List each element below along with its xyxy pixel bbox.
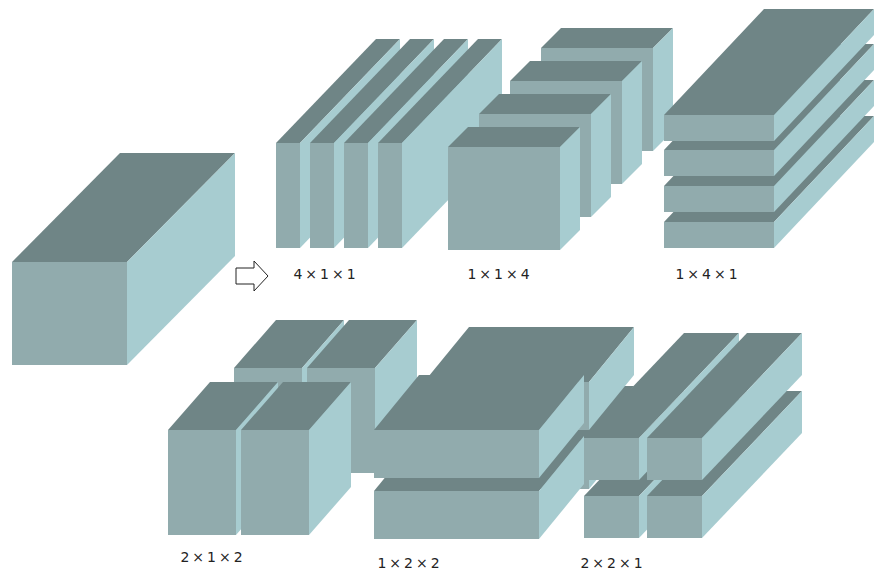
block-face	[378, 143, 402, 248]
split-label: 2×1×2	[180, 549, 245, 565]
block-face	[584, 438, 639, 480]
block-face	[510, 61, 642, 81]
split-label: 1×4×1	[675, 266, 740, 282]
block-face	[241, 430, 309, 535]
split-arrow	[236, 261, 268, 291]
block-face	[276, 143, 300, 248]
block-face	[374, 430, 539, 478]
block-face	[664, 186, 774, 212]
block-face	[12, 262, 127, 365]
block-face	[541, 28, 673, 48]
block-face	[539, 375, 584, 478]
block-face	[309, 382, 351, 535]
block-face	[310, 143, 334, 248]
block-group	[12, 9, 874, 539]
block-face	[448, 127, 580, 147]
split-label: 1×2×2	[377, 555, 442, 571]
block-face	[591, 94, 611, 217]
block-face	[344, 143, 368, 248]
block-face	[622, 61, 642, 184]
split-label: 4×1×1	[293, 266, 358, 282]
block-face	[374, 491, 539, 539]
block-face	[584, 496, 639, 538]
block-face	[560, 127, 580, 250]
split-label: 1×1×4	[467, 266, 532, 282]
block-face	[647, 438, 702, 480]
split-label: 2×2×1	[580, 555, 645, 571]
block-face	[702, 333, 802, 480]
block-face	[168, 430, 236, 535]
block-face	[647, 496, 702, 538]
block-face	[774, 9, 874, 141]
block-face	[664, 150, 774, 176]
block-face	[448, 147, 560, 250]
block-face	[127, 153, 235, 365]
block-face	[664, 222, 774, 248]
block-face	[479, 94, 611, 114]
block-face	[664, 115, 774, 141]
